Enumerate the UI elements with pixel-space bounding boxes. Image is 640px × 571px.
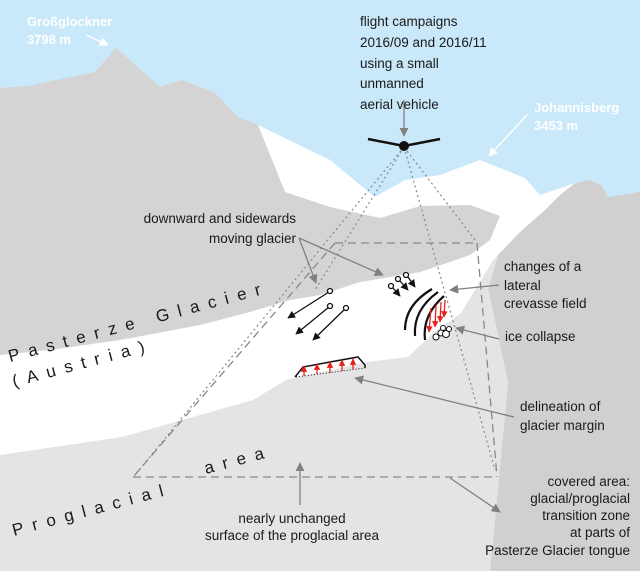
- peak-grossglockner-elevation: 3798 m: [27, 32, 71, 47]
- grossglockner-pointer: [85, 34, 109, 46]
- right-mountain: [488, 180, 640, 571]
- uav-view-cone: [134, 146, 496, 476]
- covered-line-1: covered area:: [547, 474, 630, 489]
- displacement-arrow-icon: [287, 271, 416, 341]
- moving-label-2: moving glacier: [209, 231, 297, 246]
- crevasse-label-3: crevasse field: [504, 296, 587, 311]
- flight-campaign-label: flight campaigns 2016/09 and 2016/11 usi…: [360, 14, 487, 112]
- left-mountain: [0, 48, 500, 355]
- johannisberg-pointer: [488, 114, 528, 157]
- crevasse-icon: [403, 288, 445, 341]
- moving-label-1: downward and sidewards: [144, 211, 297, 226]
- flight-line-1: flight campaigns: [360, 14, 458, 29]
- unchanged-label-2: surface of the proglacial area: [205, 528, 380, 543]
- unchanged-label-1: nearly unchanged: [238, 511, 345, 526]
- glacier-margin-icon: [294, 356, 366, 378]
- covered-area-pointer: [449, 477, 501, 513]
- peak-johannisberg-name: Johannisberg: [534, 100, 619, 115]
- crevasse-label-1: changes of a: [504, 259, 582, 274]
- covered-area-label: covered area: glacial/proglacial transit…: [485, 474, 630, 558]
- flight-line-3: using a small: [360, 56, 439, 71]
- delineation-label-2: glacier margin: [520, 418, 605, 433]
- flight-line-2: 2016/09 and 2016/11: [360, 35, 487, 50]
- covered-line-3: transition zone: [542, 508, 630, 523]
- ice-collapse-icon: [432, 325, 452, 341]
- ice-collapse-pointer: [455, 325, 500, 340]
- uav-icon: [367, 137, 441, 151]
- ice-collapse-label: ice collapse: [505, 329, 576, 344]
- peak-grossglockner-name: Großglockner: [27, 14, 112, 29]
- delineation-label-1: delineation of: [520, 399, 601, 414]
- crevasse-change-arrows: [426, 299, 448, 333]
- delineation-pointer: [354, 375, 515, 418]
- peak-johannisberg-elevation: 3453 m: [534, 118, 578, 133]
- flight-line-5: aerial vehicle: [360, 97, 439, 112]
- proglacial-area: [0, 255, 508, 571]
- covered-line-2: glacial/proglacial: [530, 491, 630, 506]
- covered-line-5: Pasterze Glacier tongue: [485, 543, 630, 558]
- crevasse-label-2: lateral: [504, 278, 541, 293]
- covered-area-outline: [132, 242, 498, 478]
- flight-line-4: unmanned: [360, 76, 424, 91]
- moving-pointer-2: [298, 237, 384, 276]
- covered-line-4: at parts of: [570, 525, 630, 540]
- crevasse-pointer: [449, 284, 500, 294]
- moving-pointer-1: [298, 237, 318, 284]
